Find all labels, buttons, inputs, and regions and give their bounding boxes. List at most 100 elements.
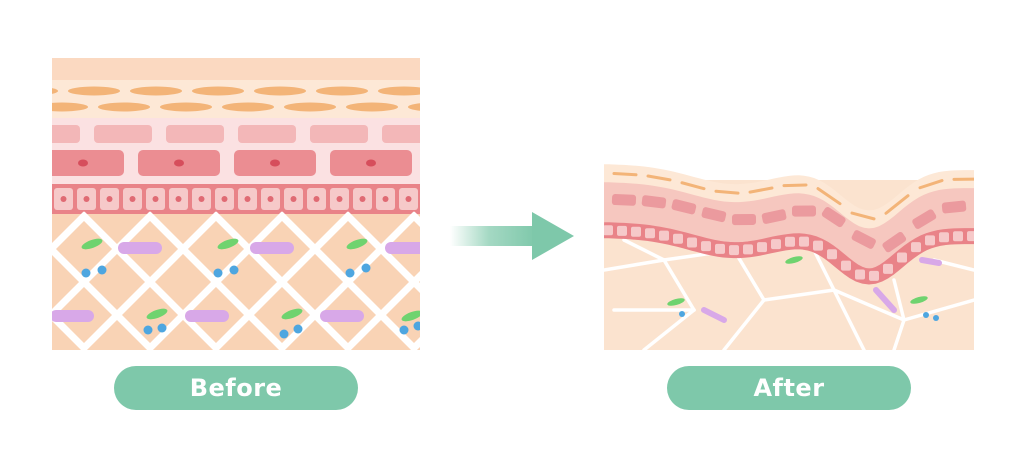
cell-nucleus: [313, 196, 320, 202]
spinous-cell: [701, 207, 727, 223]
spinous-cell: [731, 213, 757, 226]
spinous-cell: [166, 125, 224, 143]
corneum-cell: [748, 186, 774, 194]
epidermis-layer: [604, 178, 974, 273]
corneum-cell: [378, 86, 420, 96]
collagen-fiber: [722, 298, 766, 350]
collagen-fiber: [892, 318, 906, 350]
droplet: [97, 265, 107, 275]
corneum-cell: [222, 102, 274, 112]
cell-nucleus: [152, 196, 159, 202]
corneum-cell: [192, 86, 244, 96]
corneum-cell: [918, 179, 944, 190]
fibroblast-cell: [81, 238, 103, 250]
right-arrow-icon: [450, 212, 574, 260]
collagen-fiber: [79, 211, 221, 350]
fibroblast-cell: [785, 256, 803, 264]
cell-nucleus: [106, 196, 113, 202]
fibroblast-cell: [146, 308, 168, 320]
spinous-cell: [851, 230, 876, 249]
spinous-cell: [671, 199, 697, 215]
corneum-cell: [714, 189, 740, 195]
cell-nucleus: [382, 196, 389, 202]
basal-cell: [883, 263, 893, 274]
cell-nucleus: [174, 159, 184, 167]
droplet: [279, 329, 289, 339]
collagen-fiber: [277, 211, 419, 350]
basal-cell: [799, 236, 809, 247]
droplet: [157, 323, 167, 333]
cell-nucleus: [290, 196, 297, 202]
spinous-cell: [52, 125, 80, 143]
basal-cell: [715, 243, 725, 254]
spinous-cell: [641, 195, 667, 209]
droplet: [81, 268, 91, 278]
droplet: [679, 311, 685, 317]
basal-cell: [827, 249, 837, 260]
skin-surface-band: [52, 58, 420, 80]
corneum-cell: [612, 171, 638, 177]
basal-cell: [631, 226, 641, 237]
droplet: [413, 321, 420, 331]
corneum-cell: [850, 211, 876, 221]
elastin-fibers: [52, 242, 420, 322]
stratum-corneum-layer: [52, 80, 420, 118]
elastin-fiber: [250, 242, 294, 254]
elastin-fibers: [701, 257, 942, 323]
fibroblast-cell: [401, 310, 420, 322]
corneum-cell: [52, 102, 88, 112]
collagen-fiber: [832, 288, 906, 322]
after-skin-illustration: [604, 150, 974, 350]
droplet: [399, 325, 409, 335]
fibroblast-cell: [217, 238, 239, 250]
stratum-corneum-cells: [612, 171, 974, 221]
basal-cell: [967, 231, 974, 242]
droplet: [361, 263, 371, 273]
corneum-cell: [52, 88, 58, 94]
spinous-cell: [761, 209, 787, 224]
hyaluronic-droplets: [81, 263, 420, 339]
corneum-cell: [254, 86, 306, 96]
corneum-cell: [160, 102, 212, 112]
collagen-fiber: [52, 311, 89, 350]
cell-nucleus: [175, 196, 182, 202]
cell-nucleus: [267, 196, 274, 202]
basal-cell: [953, 231, 963, 242]
before-label: Before: [114, 366, 358, 410]
fibroblast-cells: [667, 256, 928, 306]
corneum-cell: [284, 102, 336, 112]
collagen-fiber: [343, 271, 420, 350]
fibroblast-cells: [81, 238, 420, 322]
basal-cell: [645, 228, 655, 239]
spinous-cells: [52, 125, 420, 176]
cell-nucleus: [336, 196, 343, 202]
spinous-cell: [611, 194, 637, 206]
collagen-fiber: [762, 288, 836, 302]
spinous-cell: [821, 207, 846, 228]
collagen-fiber: [662, 258, 696, 312]
fibroblast-cell: [910, 296, 928, 304]
elastin-fiber: [919, 257, 942, 266]
basal-cell: [855, 269, 865, 280]
spinous-cell: [94, 125, 152, 143]
cell-nucleus: [405, 196, 412, 202]
corneum-cell: [346, 102, 398, 112]
spinous-cell: [941, 200, 967, 214]
before-label-text: Before: [189, 374, 283, 402]
basal-cell: [687, 237, 697, 248]
elastin-fiber: [701, 307, 727, 323]
corneum-cell: [816, 187, 842, 206]
collagen-network: [52, 211, 420, 350]
collagen-fiber: [892, 278, 906, 322]
fibroblast-cell: [281, 308, 303, 320]
corneum-cell: [646, 174, 672, 182]
collagen-fiber: [52, 211, 155, 319]
basal-cell: [673, 233, 683, 244]
fibroblast-cell: [346, 238, 368, 250]
cell-nucleus: [198, 196, 205, 202]
basal-cell: [604, 225, 613, 236]
spinous-cell: [238, 125, 296, 143]
basal-cell: [785, 236, 795, 247]
corneum-cell: [98, 102, 150, 112]
after-skin-svg: [604, 164, 974, 350]
